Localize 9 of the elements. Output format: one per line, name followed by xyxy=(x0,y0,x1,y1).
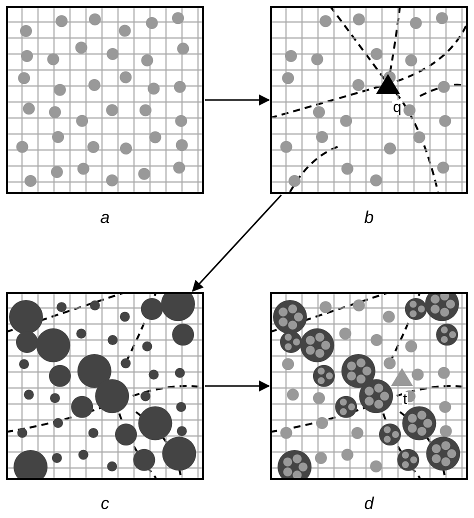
panel-label: b xyxy=(363,208,375,228)
panel-label: d xyxy=(363,494,376,514)
arrow xyxy=(205,380,270,392)
panel-label: c xyxy=(100,494,110,514)
point-label: q xyxy=(392,100,402,115)
arrow xyxy=(205,94,270,106)
panel-label: a xyxy=(99,208,111,228)
arrow xyxy=(192,194,282,292)
point-label: t xyxy=(402,392,408,407)
